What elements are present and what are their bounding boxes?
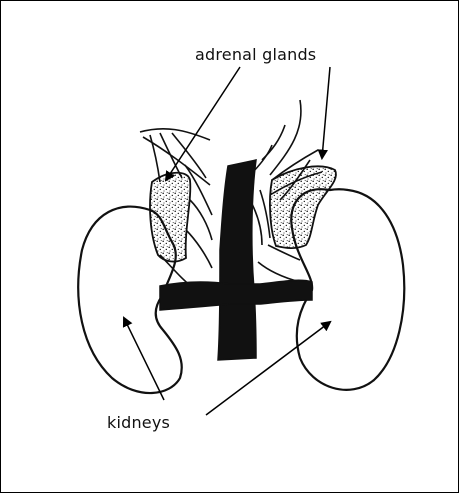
kidney-left-arrow: [124, 318, 164, 400]
adrenal-glands-label: adrenal glands: [195, 45, 316, 64]
adrenal-left-arrow: [166, 67, 240, 180]
left-adrenal-gland: [150, 173, 190, 262]
central-vessel: [218, 160, 256, 360]
adrenal-right-arrow: [322, 67, 330, 158]
kidneys-label: kidneys: [107, 413, 170, 432]
right-adrenal-gland: [270, 166, 336, 248]
